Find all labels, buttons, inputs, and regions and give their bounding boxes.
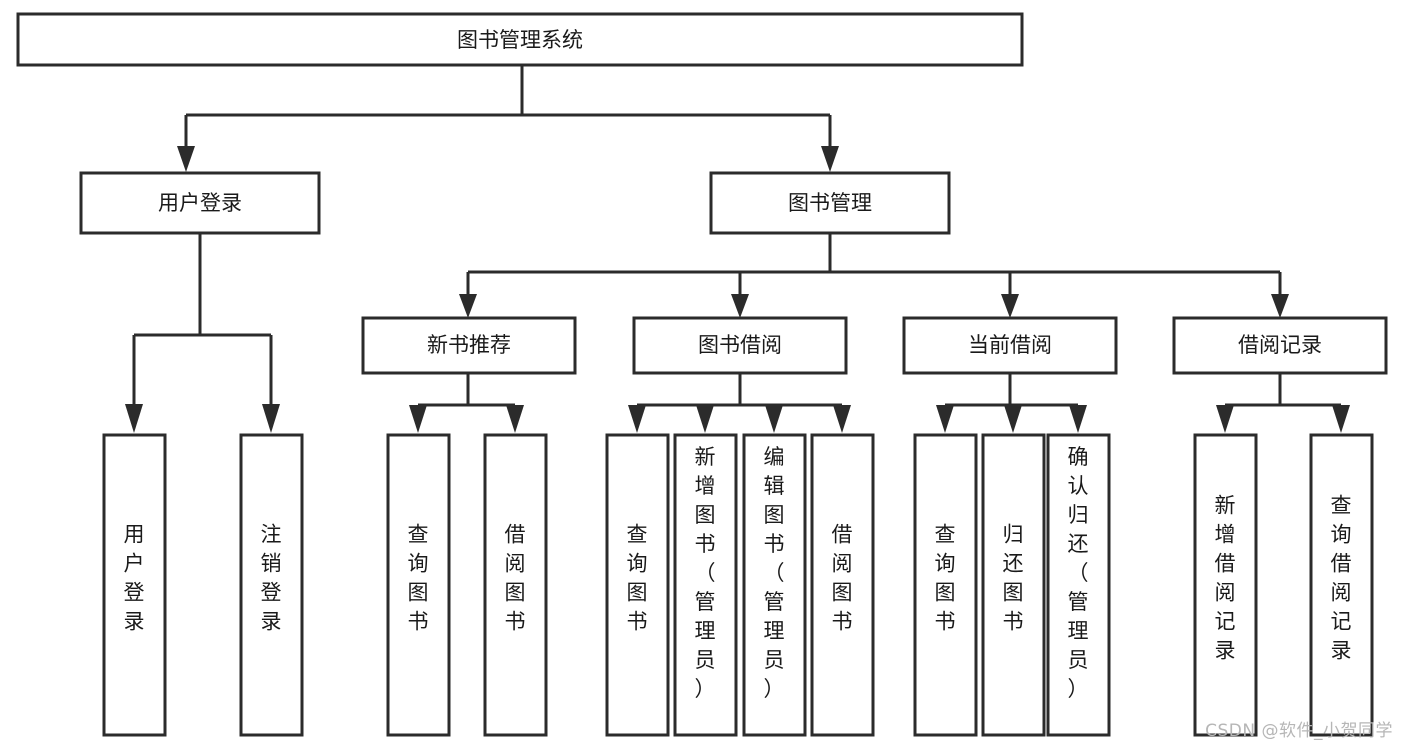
node-leaf-logout-login-label: 注销登录 [261,523,282,634]
node-leaf-borrow-book-2[interactable]: 借阅图书 [810,433,875,737]
node-leaf-confirm-return-admin[interactable]: 确认归还（管理员） [1046,433,1111,737]
node-leaf-query-book-1[interactable]: 查询图书 [386,433,451,737]
node-leaf-query-borrow-record-box[interactable] [1309,433,1374,737]
node-leaf-user-login[interactable]: 用户登录 [102,433,167,737]
node-leaf-edit-book-admin-label: 编辑图书（管理员） [764,445,785,701]
arrow-head-leaf-edit-book-admin [765,405,783,433]
node-book-borrow-label: 图书借阅 [698,333,782,357]
node-new-book-recommend[interactable]: 新书推荐 [361,316,577,375]
node-leaf-logout-login-box[interactable] [239,433,304,737]
node-leaf-query-book-1-box[interactable] [386,433,451,737]
node-leaf-logout-login[interactable]: 注销登录 [239,433,304,737]
node-leaf-return-book-box[interactable] [981,433,1046,737]
csdn-watermark: CSDN @软件_小贺同学 [1205,721,1393,741]
arrow-head-new-book-recommend [459,294,477,318]
arrow-head-book-borrow [731,294,749,318]
arrow-head-leaf-user-login [125,404,143,433]
node-leaf-query-book-3-box[interactable] [913,433,978,737]
arrow-head-user-login [177,146,195,172]
node-leaf-add-book-admin-box[interactable] [673,433,738,737]
node-book-management[interactable]: 图书管理 [709,171,951,235]
connector-layer [125,65,1350,433]
node-leaf-query-borrow-record[interactable]: 查询借阅记录 [1309,433,1374,737]
node-borrow-record-label: 借阅记录 [1238,333,1322,357]
arrow-head-leaf-add-book-admin [696,405,714,433]
node-book-management-box[interactable] [709,171,951,235]
arrow-head-leaf-confirm-return-admin [1069,405,1087,433]
node-book-borrow-box[interactable] [632,316,848,375]
node-leaf-query-borrow-record-label: 查询借阅记录 [1331,494,1352,663]
node-new-book-recommend-label: 新书推荐 [427,333,511,357]
node-root-box[interactable] [16,12,1024,67]
node-leaf-query-book-2[interactable]: 查询图书 [605,433,670,737]
arrow-head-leaf-return-book [1004,405,1022,433]
node-leaf-user-login-box[interactable] [102,433,167,737]
node-leaf-borrow-book-2-box[interactable] [810,433,875,737]
arrow-head-leaf-query-borrow-record [1332,405,1350,433]
node-book-management-label: 图书管理 [788,191,872,215]
node-leaf-add-borrow-record-label: 新增借阅记录 [1215,494,1236,663]
arrow-head-leaf-query-book-3 [936,405,954,433]
node-leaf-add-borrow-record-box[interactable] [1193,433,1258,737]
node-root-label: 图书管理系统 [457,28,583,52]
arrow-head-current-borrow [1001,294,1019,318]
node-current-borrow-box[interactable] [902,316,1118,375]
node-leaf-add-borrow-record[interactable]: 新增借阅记录 [1193,433,1258,737]
arrow-head-leaf-borrow-book-2 [833,405,851,433]
node-leaf-query-book-3-label: 查询图书 [935,523,956,634]
arrow-head-leaf-add-borrow-record [1216,405,1234,433]
node-root[interactable]: 图书管理系统 [16,12,1024,67]
node-leaf-borrow-book-1-label: 借阅图书 [505,523,526,634]
node-leaf-return-book[interactable]: 归还图书 [981,433,1046,737]
node-user-login[interactable]: 用户登录 [79,171,321,235]
arrow-head-book-management [821,146,839,172]
node-borrow-record-box[interactable] [1172,316,1388,375]
node-borrow-record[interactable]: 借阅记录 [1172,316,1388,375]
node-current-borrow-label: 当前借阅 [968,333,1052,357]
node-leaf-query-book-3[interactable]: 查询图书 [913,433,978,737]
node-leaf-borrow-book-1-box[interactable] [483,433,548,737]
node-leaf-edit-book-admin[interactable]: 编辑图书（管理员） [742,433,807,737]
node-user-login-box[interactable] [79,171,321,235]
arrow-head-borrow-record [1271,294,1289,318]
node-leaf-query-book-2-box[interactable] [605,433,670,737]
arrow-head-leaf-logout-login [262,404,280,433]
node-leaf-confirm-return-admin-label: 确认归还（管理员） [1068,445,1089,701]
node-leaf-add-book-admin[interactable]: 新增图书（管理员） [673,433,738,737]
node-leaf-borrow-book-1[interactable]: 借阅图书 [483,433,548,737]
node-leaf-query-book-1-label: 查询图书 [408,523,429,634]
node-leaf-confirm-return-admin-box[interactable] [1046,433,1111,737]
node-leaf-edit-book-admin-box[interactable] [742,433,807,737]
node-user-login-label: 用户登录 [158,191,242,215]
node-leaf-return-book-label: 归还图书 [1003,523,1024,634]
node-leaf-user-login-label: 用户登录 [124,523,145,634]
node-book-borrow[interactable]: 图书借阅 [632,316,848,375]
arrow-head-leaf-query-book-2 [628,405,646,433]
node-current-borrow[interactable]: 当前借阅 [902,316,1118,375]
arrow-head-leaf-borrow-book-1 [506,405,524,433]
node-leaf-borrow-book-2-label: 借阅图书 [832,523,853,634]
node-leaf-add-book-admin-label: 新增图书（管理员） [695,445,716,701]
node-leaf-query-book-2-label: 查询图书 [627,523,648,634]
node-new-book-recommend-box[interactable] [361,316,577,375]
arrow-head-leaf-query-book-1 [409,405,427,433]
